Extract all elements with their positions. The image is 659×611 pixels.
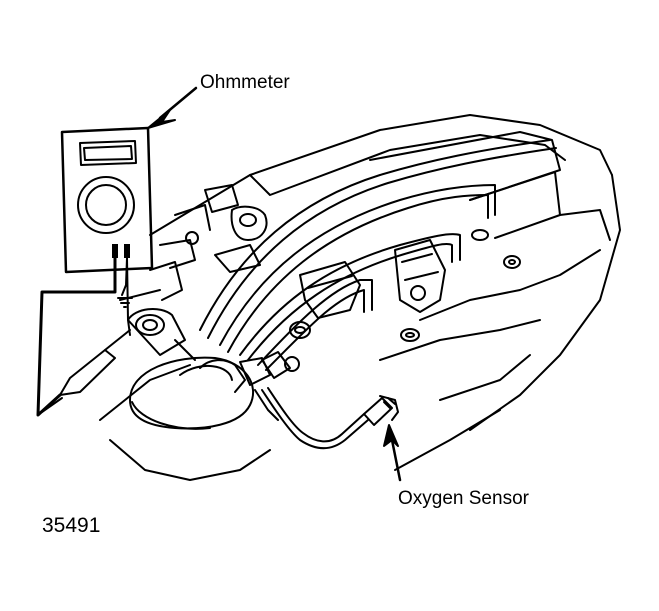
spark-plug-wires: [199, 139, 557, 371]
ohmmeter-arrow: [147, 86, 198, 129]
sensor-connector: [127, 308, 196, 361]
ohmmeter-device: [60, 126, 154, 274]
oxygen-sensor: [363, 395, 399, 426]
figure-number: 35491: [42, 514, 101, 537]
engine-left-parts: [99, 184, 271, 481]
oxygen-sensor-label: Oxygen Sensor: [398, 488, 529, 509]
ohmmeter-leads: [36, 256, 133, 417]
ohmmeter-label: Ohmmeter: [200, 72, 290, 93]
reservoir-cap: [129, 356, 255, 430]
oxygen-sensor-harness: [199, 351, 369, 450]
ignition-coil: [299, 239, 446, 319]
bolt-heads: [289, 229, 521, 342]
valve-cover: [149, 114, 621, 471]
oxygen-sensor-arrow: [383, 424, 402, 482]
